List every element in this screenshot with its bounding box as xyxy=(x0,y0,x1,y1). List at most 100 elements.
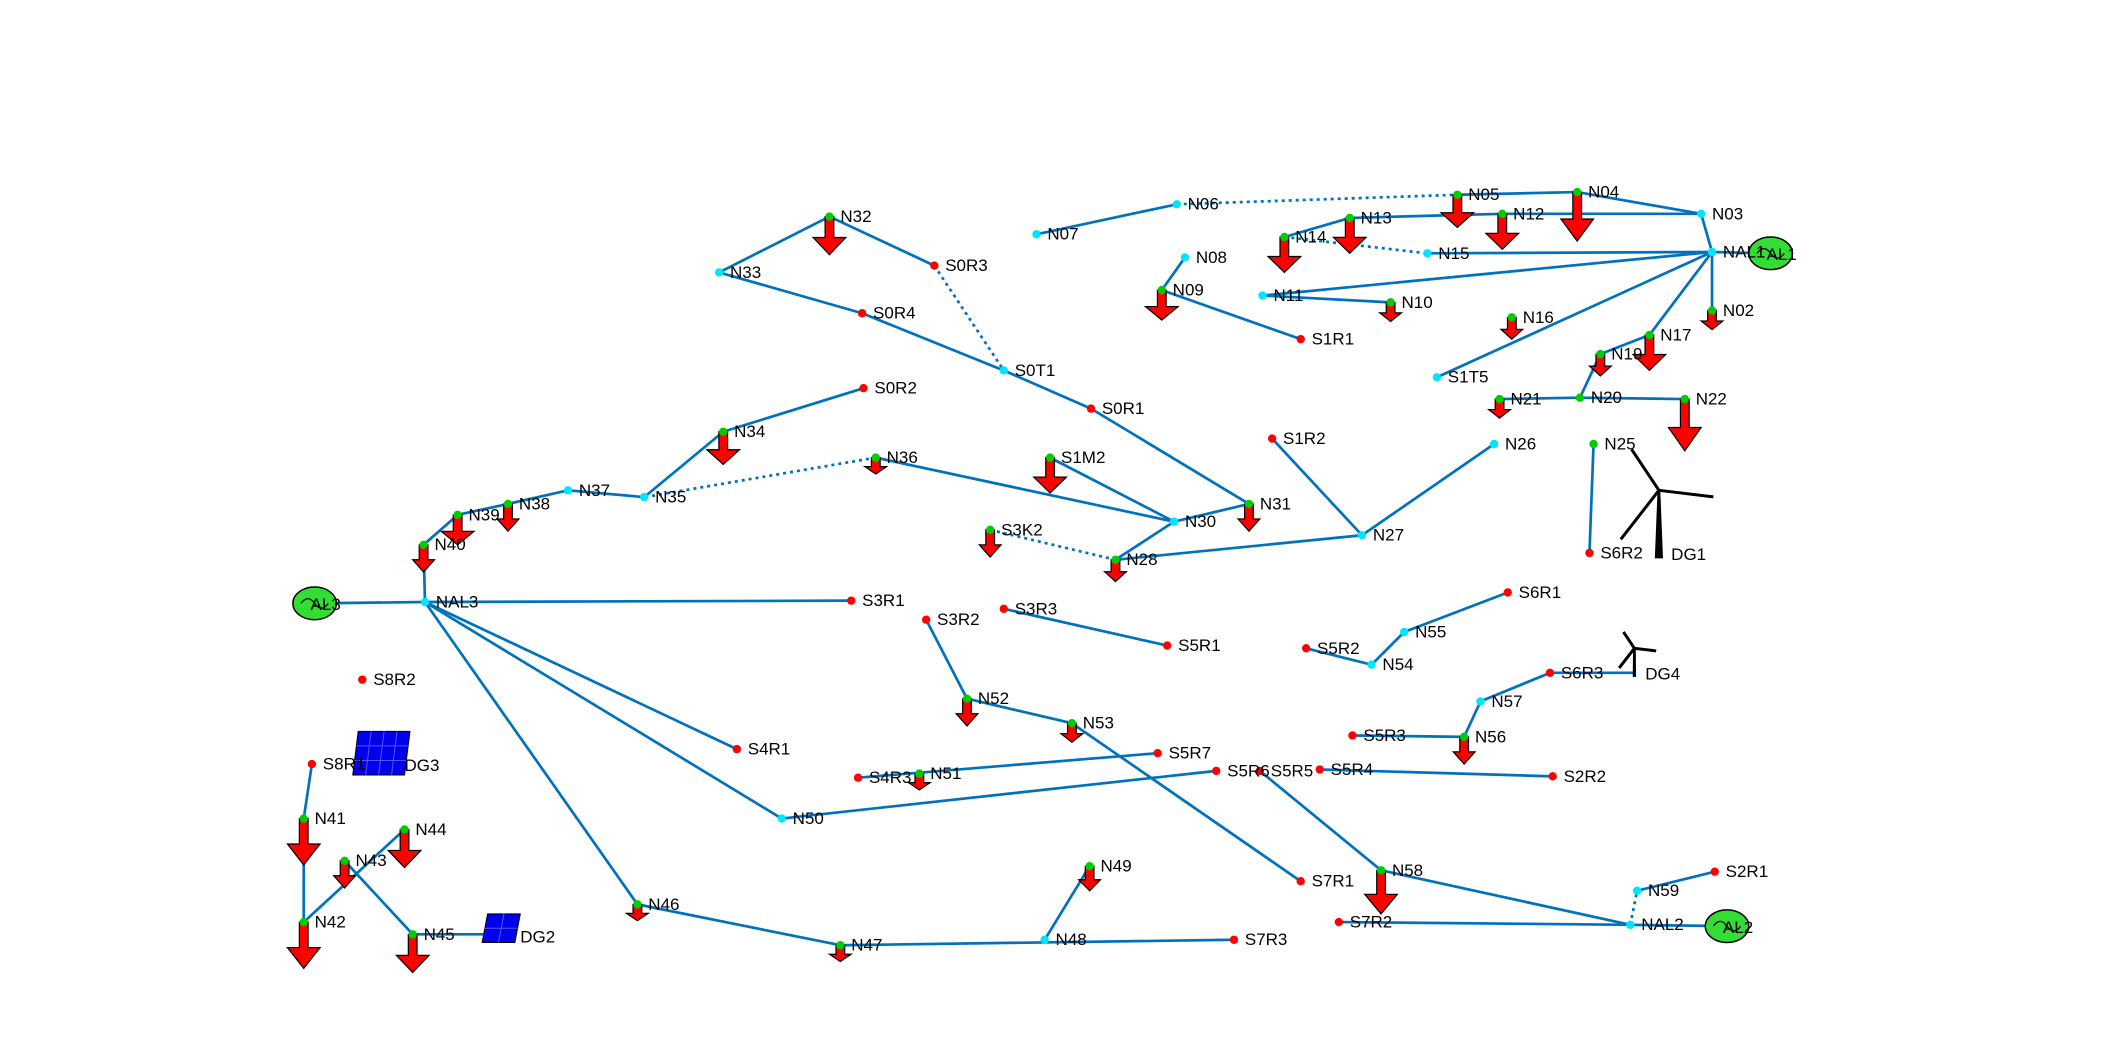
load-arrow-n39 xyxy=(439,514,476,546)
line-n15-nal1 xyxy=(1427,250,1713,255)
label-n06: N06 xyxy=(1188,195,1219,214)
node-s1r1 xyxy=(1296,334,1305,344)
label-n37: N37 xyxy=(579,481,610,500)
label-s0t1: S0T1 xyxy=(1015,361,1056,380)
label-n52: N52 xyxy=(978,689,1009,708)
node-n47 xyxy=(836,941,845,950)
node-s5r5 xyxy=(1255,766,1265,776)
node-n39 xyxy=(453,510,462,520)
label-n53: N53 xyxy=(1083,714,1114,733)
sine-icon xyxy=(300,597,329,609)
label-n12: N12 xyxy=(1513,204,1544,223)
line-nal3-s3r1 xyxy=(424,599,852,604)
line-n30-n36 xyxy=(875,456,1175,523)
label-n19: N19 xyxy=(1611,345,1642,364)
wind-tower-icon xyxy=(1654,490,1664,559)
label-s1t5: S1T5 xyxy=(1448,368,1489,387)
label-s5r2: S5R2 xyxy=(1317,639,1360,658)
label-n26: N26 xyxy=(1505,434,1536,453)
generator-al2: AL2 xyxy=(1704,909,1753,944)
wind-blade-icon xyxy=(1619,489,1661,541)
line-n55-s6r1 xyxy=(1403,591,1509,634)
wind-tower-icon xyxy=(1632,648,1637,677)
line-n07-n06 xyxy=(1036,202,1178,236)
node-n38 xyxy=(503,499,513,509)
pv-dg3 xyxy=(352,730,411,776)
label-n46: N46 xyxy=(648,895,679,914)
label-n41: N41 xyxy=(315,809,346,828)
node-s8r2 xyxy=(358,675,367,684)
label-s0r1: S0R1 xyxy=(1102,399,1145,418)
label-s3r1: S3R1 xyxy=(862,591,905,610)
line-n06-n05 xyxy=(1176,193,1458,206)
node-n58 xyxy=(1376,866,1386,875)
line-s4r3-s5r7 xyxy=(857,751,1158,780)
label-n56: N56 xyxy=(1475,727,1506,746)
line-n54-n55 xyxy=(1370,631,1406,666)
label-n22: N22 xyxy=(1696,390,1727,409)
node-n21 xyxy=(1495,394,1504,404)
pv-grid-line xyxy=(378,731,385,776)
load-arrow-n14 xyxy=(1266,236,1303,274)
load-arrow-n31 xyxy=(1236,503,1262,533)
node-n42 xyxy=(299,917,308,927)
node-n31 xyxy=(1244,499,1254,509)
node-nal1 xyxy=(1707,247,1717,257)
load-arrow-n13 xyxy=(1331,217,1368,255)
label-s0r4: S0R4 xyxy=(873,304,916,323)
node-n37 xyxy=(563,486,573,495)
line-n05-n04 xyxy=(1457,190,1578,197)
label-n39: N39 xyxy=(469,505,500,524)
line-n14-n13 xyxy=(1283,216,1351,239)
node-n14 xyxy=(1280,232,1289,242)
node-s3k2 xyxy=(985,525,995,535)
line-n32-s0r3 xyxy=(828,215,935,267)
load-arrow-s1m2 xyxy=(1032,457,1068,494)
load-arrow-n45 xyxy=(394,933,431,974)
label-n20: N20 xyxy=(1591,388,1622,407)
node-s0r3 xyxy=(930,261,939,270)
node-s3r1 xyxy=(847,596,856,605)
label-n21: N21 xyxy=(1510,390,1541,409)
label-s6r1: S6R1 xyxy=(1519,583,1562,602)
node-n04 xyxy=(1572,187,1582,197)
label-s4r3: S4R3 xyxy=(869,768,912,787)
node-s6r3 xyxy=(1545,668,1555,678)
node-n33 xyxy=(714,268,724,277)
generator-label: AL2 xyxy=(1723,918,1753,937)
load-arrow-n17 xyxy=(1631,334,1668,372)
node-n02 xyxy=(1707,306,1717,315)
node-n27 xyxy=(1357,531,1367,540)
label-n50: N50 xyxy=(793,809,824,828)
label-s8r2: S8R2 xyxy=(373,670,416,689)
line-s0t1-s0r1 xyxy=(1003,369,1092,410)
node-n17 xyxy=(1645,330,1654,340)
node-n10 xyxy=(1386,298,1395,307)
node-n45 xyxy=(408,930,417,939)
label-n44: N44 xyxy=(415,820,446,839)
wind-blade-icon xyxy=(1658,488,1714,499)
label-s3k2: S3K2 xyxy=(1001,520,1043,539)
load-arrow-n40 xyxy=(411,544,436,573)
label-n25: N25 xyxy=(1604,434,1635,453)
load-arrow-n28 xyxy=(1103,559,1128,583)
line-n11-nal1 xyxy=(1262,250,1713,297)
line-n32-n33 xyxy=(718,215,831,274)
network-nodes xyxy=(299,187,1719,950)
line-n08-n09 xyxy=(1160,256,1187,291)
label-dg4: DG4 xyxy=(1645,665,1680,684)
node-n59 xyxy=(1632,886,1642,895)
line-n31-n30 xyxy=(1173,502,1250,523)
node-s1r2 xyxy=(1267,434,1277,443)
node-s5r1 xyxy=(1163,641,1172,650)
wind-blade-icon xyxy=(1617,647,1636,669)
line-n27-s1r2 xyxy=(1271,437,1363,537)
line-n30-s1m2 xyxy=(1049,456,1175,523)
line-s5r4-s2r2 xyxy=(1319,768,1553,778)
node-nal2 xyxy=(1626,920,1635,929)
label-n10: N10 xyxy=(1401,293,1432,312)
label-n55: N55 xyxy=(1415,622,1446,641)
line-n50-s5r6 xyxy=(781,769,1217,820)
node-s5r4 xyxy=(1315,765,1324,774)
node-n06 xyxy=(1172,200,1181,209)
